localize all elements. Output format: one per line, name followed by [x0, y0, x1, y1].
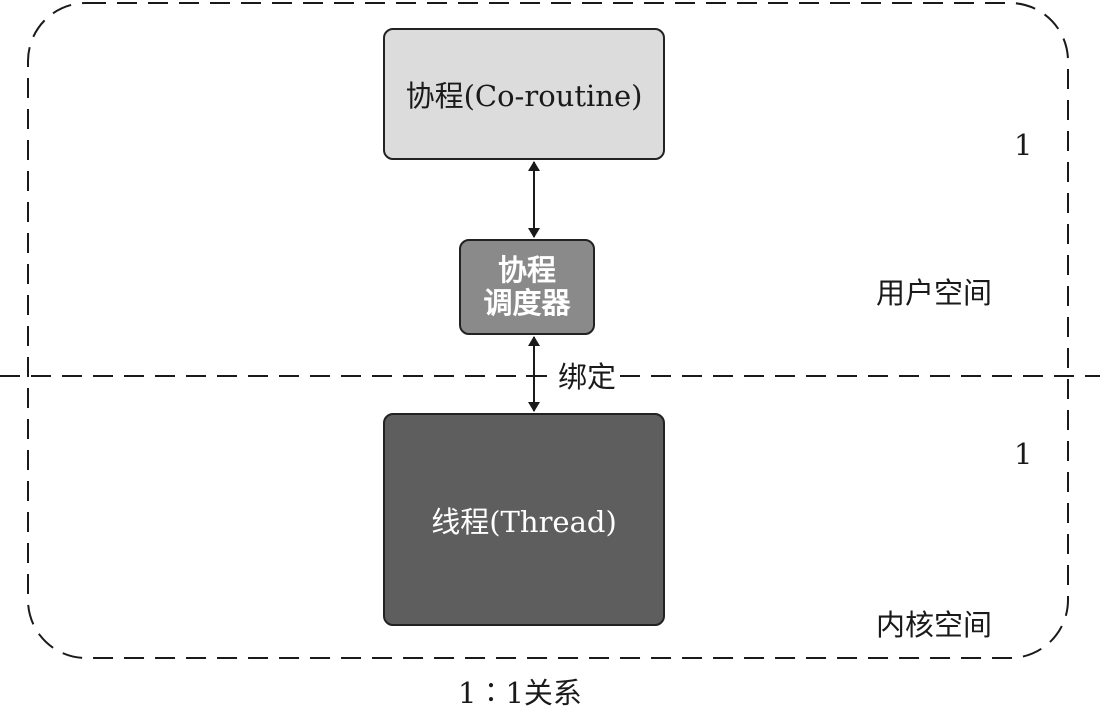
scheduler-node-label-line2: 调度器 [483, 286, 571, 320]
coroutine-count-label: 1 [1014, 128, 1033, 162]
coroutine-node: 协程(Co-routine) [383, 28, 665, 160]
scheduler-node-label-line1: 协程 [497, 252, 556, 287]
bind-label: 绑定 [556, 354, 619, 396]
scheduler-node: 协程 调度器 [459, 239, 595, 335]
outer-boundary [27, 2, 1069, 659]
thread-node: 线程(Thread) [383, 413, 665, 626]
coroutine-node-label: 协程(Co-routine) [405, 79, 643, 113]
user-space-label: 用户空间 [876, 276, 993, 310]
diagram-caption: 1∶1关系 [458, 676, 582, 710]
kernel-space-label: 内核空间 [876, 608, 993, 642]
thread-count-label: 1 [1014, 437, 1033, 471]
thread-node-label: 线程(Thread) [431, 504, 617, 539]
